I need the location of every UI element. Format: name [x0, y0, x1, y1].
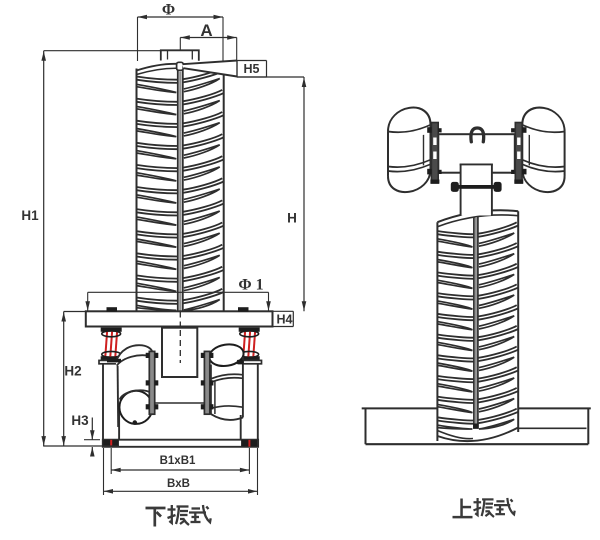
svg-text:A: A — [200, 21, 212, 40]
svg-text:H1: H1 — [21, 208, 39, 223]
svg-text:H3: H3 — [71, 413, 89, 428]
svg-text:Φ: Φ — [162, 2, 175, 19]
svg-text:B1xB1: B1xB1 — [160, 455, 196, 467]
svg-text:BxB: BxB — [167, 478, 190, 490]
svg-text:H: H — [287, 211, 297, 226]
svg-text:H5: H5 — [244, 62, 260, 76]
svg-text:H4: H4 — [277, 313, 293, 327]
svg-text:H2: H2 — [64, 364, 81, 379]
svg-text:Φ 1: Φ 1 — [238, 277, 263, 294]
